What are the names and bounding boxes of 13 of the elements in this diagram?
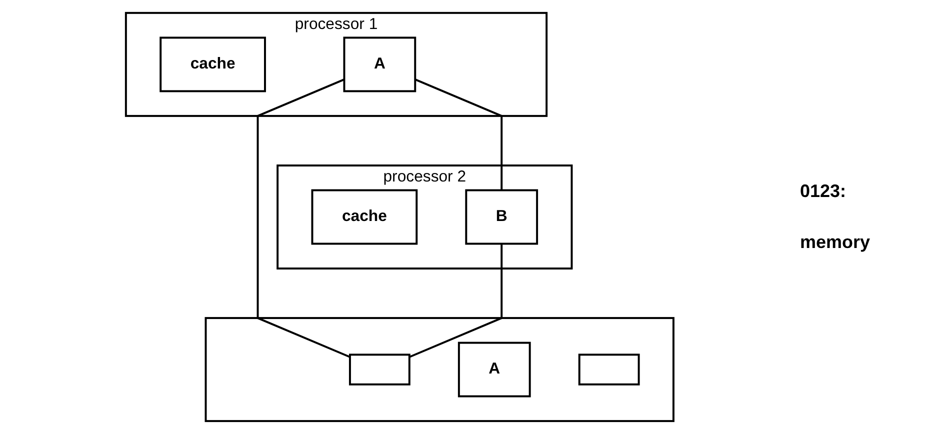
node-box: B: [465, 189, 538, 245]
connector: [257, 78, 351, 358]
node-box: A: [344, 36, 416, 92]
connector: [409, 244, 503, 358]
node-box: [349, 354, 411, 386]
node-box: cache: [160, 36, 266, 92]
node-box: cache: [312, 189, 418, 245]
text-label: 0123:: [800, 181, 846, 202]
node-box: [578, 354, 640, 386]
connector: [415, 78, 503, 190]
text-label: memory: [800, 232, 870, 253]
cluster: [205, 317, 675, 422]
node-box: A: [458, 342, 532, 398]
